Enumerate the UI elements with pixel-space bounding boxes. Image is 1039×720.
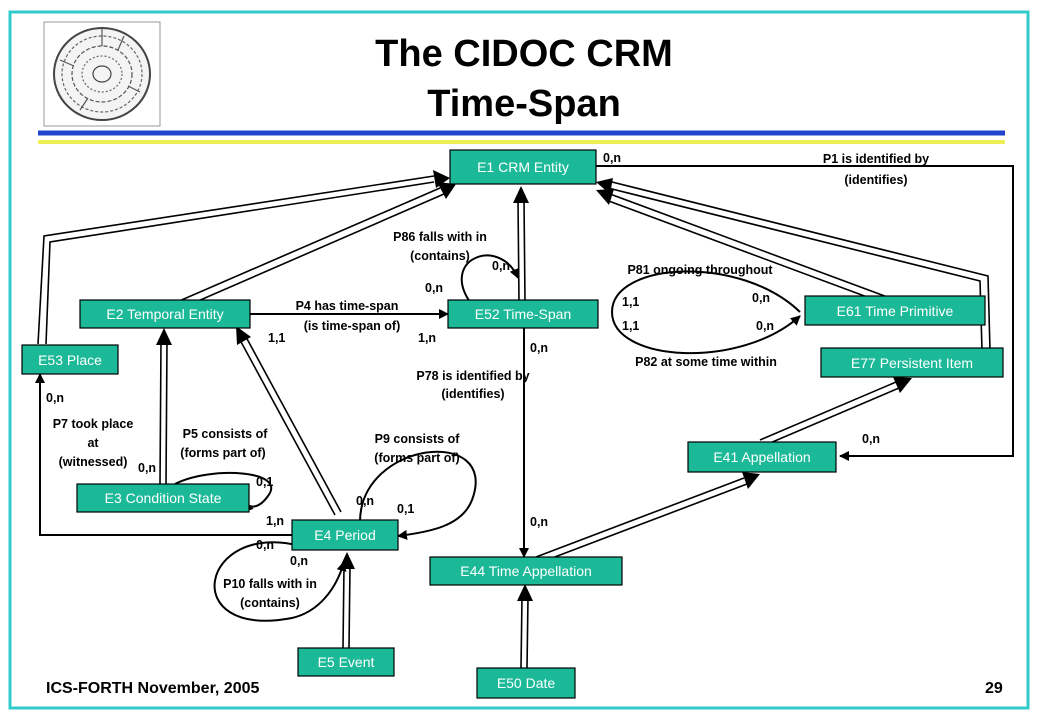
- card-p7-place: 0,n: [46, 391, 64, 405]
- card-p10-right: 0,n: [290, 554, 308, 568]
- card-p1-e1: 0,n: [603, 151, 621, 165]
- p7-label-line3: (witnessed): [59, 455, 128, 469]
- card-p82-left: 1,1: [622, 319, 639, 333]
- card-p7-left: 0,n: [138, 461, 156, 475]
- entity-e61: E61 Time Primitive: [804, 295, 986, 326]
- entity-e41: E41 Appellation: [687, 441, 837, 473]
- p1-label-line1: P1 is identified by: [823, 152, 929, 166]
- page-number: 29: [985, 680, 1003, 697]
- card-p78-top: 0,n: [530, 341, 548, 355]
- entity-e41-label: E41 Appellation: [713, 449, 810, 465]
- card-p4-left: 1,1: [268, 331, 285, 345]
- p7-label-line2: at: [87, 436, 99, 450]
- p10-label-line1: P10 falls with in: [223, 577, 317, 591]
- p86-label-line1: P86 falls with in: [393, 230, 487, 244]
- footer-left: ICS-FORTH November, 2005: [46, 680, 260, 697]
- card-p86-left: 0,n: [425, 281, 443, 295]
- entity-e4-label: E4 Period: [314, 527, 375, 543]
- card-p5-e4: 1,n: [266, 514, 284, 528]
- card-p81-right: 0,n: [752, 291, 770, 305]
- card-p82-right: 0,n: [756, 319, 774, 333]
- entity-e53-label: E53 Place: [38, 352, 102, 368]
- entity-e2: E2 Temporal Entity: [79, 299, 251, 329]
- p1-label-line2: (identifies): [844, 173, 907, 187]
- slide-title-line2: Time-Span: [427, 83, 621, 125]
- p82-label: P82 at some time within: [635, 355, 777, 369]
- slide-title-line1: The CIDOC CRM: [375, 33, 673, 75]
- card-p4-right: 1,n: [418, 331, 436, 345]
- p86-label-line2: (contains): [410, 249, 470, 263]
- p78-label-line1: P78 is identified by: [416, 369, 529, 383]
- p9-label-line1: P9 consists of: [375, 432, 461, 446]
- slide-frame: [8, 10, 1030, 710]
- card-p1-e41: 0,n: [862, 432, 880, 446]
- p4-label-line1: P4 has time-span: [296, 299, 399, 313]
- p5-label-line1: P5 consists of: [183, 427, 269, 441]
- entity-e3-label: E3 Condition State: [105, 490, 222, 506]
- entity-e77-label: E77 Persistent Item: [851, 355, 973, 371]
- entity-e1-label: E1 CRM Entity: [477, 159, 569, 175]
- entity-e52-label: E52 Time-Span: [475, 306, 572, 322]
- entity-e1: E1 CRM Entity: [449, 149, 597, 185]
- entity-e61-label: E61 Time Primitive: [837, 303, 954, 319]
- entity-e53: E53 Place: [21, 344, 119, 375]
- p78-label-line2: (identifies): [441, 387, 504, 401]
- card-p9-right: 0,1: [397, 502, 414, 516]
- phaistos-disc-icon: [43, 21, 161, 127]
- isa-arrows: [37, 170, 991, 669]
- card-p78-bottom: 0,n: [530, 515, 548, 529]
- p10-label-line2: (contains): [240, 596, 300, 610]
- card-p5-e3: 0,1: [256, 475, 273, 489]
- card-p86-top: 0,n: [492, 259, 510, 273]
- entity-e50: E50 Date: [476, 667, 576, 699]
- entity-e5: E5 Event: [297, 647, 395, 677]
- p4-label-line2: (is time-span of): [304, 319, 401, 333]
- card-p81-left: 1,1: [622, 295, 639, 309]
- p7-label-line1: P7 took place: [53, 417, 134, 431]
- entity-e44-label: E44 Time Appellation: [460, 563, 592, 579]
- p9-label-line2: (forms part of): [374, 451, 459, 465]
- p81-label: P81 ongoing throughout: [627, 263, 773, 277]
- entity-e44: E44 Time Appellation: [429, 556, 623, 586]
- entity-e52: E52 Time-Span: [447, 299, 599, 329]
- p5-label-line2: (forms part of): [180, 446, 265, 460]
- entity-e4: E4 Period: [291, 519, 399, 551]
- entity-e50-label: E50 Date: [497, 675, 556, 691]
- entity-e3: E3 Condition State: [76, 483, 250, 513]
- card-p10-left: 0,n: [256, 538, 274, 552]
- entity-e5-label: E5 Event: [318, 654, 375, 670]
- property-arrows: [35, 165, 1014, 622]
- entity-e2-label: E2 Temporal Entity: [106, 306, 223, 322]
- card-p9-left: 0,n: [356, 494, 374, 508]
- entity-e77: E77 Persistent Item: [820, 347, 1004, 378]
